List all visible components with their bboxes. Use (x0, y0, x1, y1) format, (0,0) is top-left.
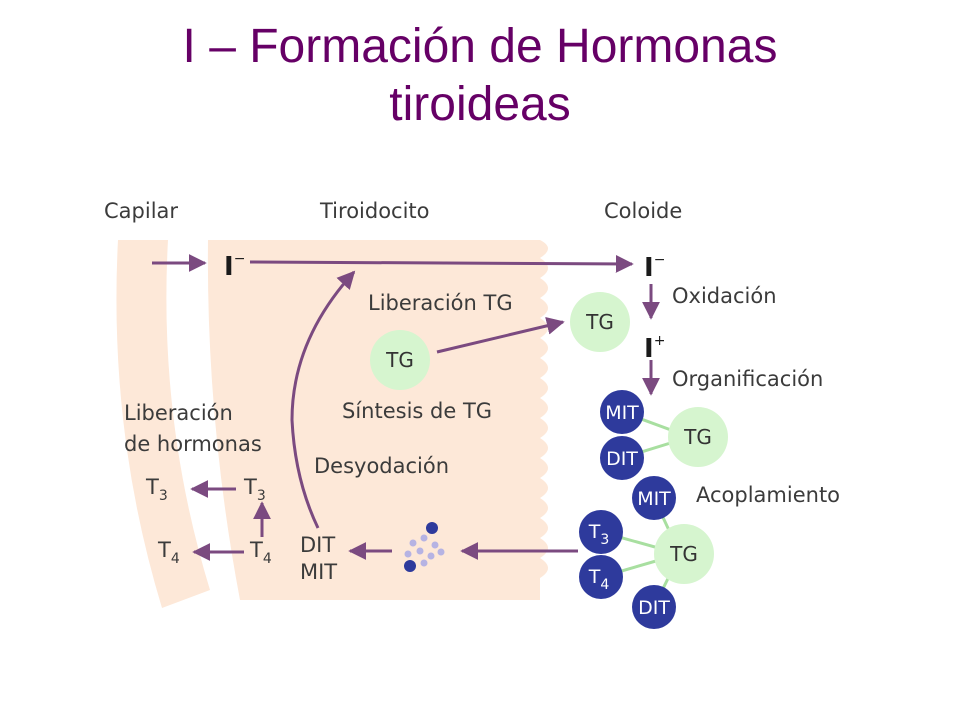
mit-dit-cluster: TG MIT DIT (600, 390, 728, 480)
arrow-iodide-transport (249, 254, 634, 273)
tg-circle-cell (370, 330, 430, 390)
label-coloide: Coloide (604, 199, 682, 223)
title-line-2: tiroideas (389, 78, 571, 131)
mit-text-2: MIT (637, 488, 671, 510)
tg-circle-cluster2 (654, 524, 714, 584)
label-liberacion-tg: Liberación TG (368, 291, 513, 315)
dit-label-cell: DIT (300, 533, 335, 557)
iodide-colloid: I− (644, 252, 665, 283)
title-line-1: I – Formación de Hormonas (182, 20, 778, 73)
label-oxidacion: Oxidación (672, 284, 777, 308)
label-acoplamiento: Acoplamiento (696, 483, 840, 507)
label-tiroidocito: Tiroidocito (319, 199, 430, 223)
mit-circle-1 (600, 390, 644, 434)
tg-text-cluster1: TG (683, 425, 712, 449)
tg-text-cluster2: TG (669, 542, 698, 566)
t4-label-cell: T4 (249, 538, 272, 567)
tg-circle-cluster1 (668, 407, 728, 467)
slide-title: I – Formación de Hormonas tiroideas (0, 18, 960, 134)
tg-text-cell: TG (385, 348, 414, 372)
thyrocyte-cell (207, 240, 548, 600)
capillary-shape (116, 240, 210, 608)
t3-label-cell: T3 (243, 475, 266, 504)
label-liberacion-hormonas-1: Liberación (124, 401, 233, 425)
dit-circle-1 (600, 436, 644, 480)
t3-label-capillary: T3 (145, 475, 168, 504)
t4-circle (579, 555, 623, 599)
tg-text-colloid: TG (585, 310, 614, 334)
dit-text-2: DIT (638, 597, 670, 619)
t3-text-colloid: T3 (588, 521, 610, 548)
dit-text-1: DIT (606, 448, 638, 470)
label-capilar: Capilar (104, 199, 178, 223)
mit-label-cell: MIT (300, 560, 337, 584)
tg-circle-colloid (570, 292, 630, 352)
label-desyodacion: Desyodación (314, 454, 449, 478)
iodine-oxidized: I+ (644, 333, 665, 364)
arrow-tg-release (436, 316, 565, 354)
mit-circle-2 (632, 476, 676, 520)
coupling-cluster: TG MIT T3 T4 DIT (579, 476, 714, 629)
arrows (152, 254, 660, 561)
t3-circle (579, 510, 623, 554)
dit-circle-2 (632, 585, 676, 629)
label-organificacion: Organificación (672, 367, 823, 391)
proteolysis-dots (404, 522, 445, 572)
label-liberacion-hormonas-2: de hormonas (124, 432, 262, 456)
iodide-cell: I− (224, 251, 245, 282)
t4-text-colloid: T4 (588, 566, 610, 593)
t4-label-capillary: T4 (157, 538, 180, 567)
mit-text-1: MIT (605, 402, 639, 424)
label-sintesis-tg: Síntesis de TG (342, 399, 492, 423)
arrow-deiodination-recycle (290, 270, 356, 529)
